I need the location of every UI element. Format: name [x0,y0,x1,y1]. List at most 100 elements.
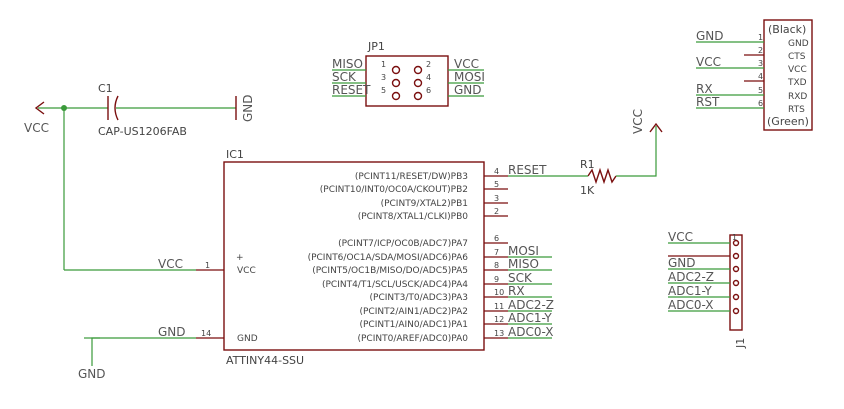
j1-pin-pad [732,239,740,247]
ic1-pin-number: 12 [494,315,504,324]
ic1-vcc-num: 1 [205,261,210,270]
ftdi-pin-1: 1 [758,33,763,42]
ic1-net-label: ADC1-Y [508,311,552,325]
j1-pin-pad [732,265,740,273]
c1-name: C1 [98,82,113,95]
ftdi-pinname-vcc: VCC [788,65,807,75]
ftdi-pin-5: 5 [758,86,763,95]
ftdi-pinname-cts: CTS [788,52,806,62]
ftdi-bottom-label: (Green) [767,115,809,128]
j1-pin-pad [732,252,740,260]
r1-vcc-wire [616,126,657,177]
ic1-pin-label: (PCINT9/XTAL2)PB1 [381,199,468,209]
ftdi-pin-4: 4 [758,72,763,81]
ic1-attiny44: IC1 ATTINY44-SSU VCC 1 + VCC GND 14 GND … [64,148,588,381]
ftdi-pinname-rts: RTS [788,105,805,115]
ic1-net-label: RX [508,284,525,298]
jp1-pin-3: 3 [381,73,386,82]
jp1-pin-6: 6 [426,86,431,95]
ftdi-pin-3: 3 [758,59,763,68]
ic1-pin-label: (PCINT10/INT0/OC0A/CKOUT)PB2 [320,185,468,195]
ftdi-pin-6: 6 [758,99,763,108]
ic1-pin-number: 9 [494,275,499,284]
jp1-net-gnd: GND [454,83,482,97]
junction-dot [61,105,67,111]
j1-pin-pad [732,279,740,287]
ic1-part: ATTINY44-SSU [226,354,304,367]
ic1-vcc-pin: VCC [237,266,256,276]
r1-vcc-label: VCC [631,109,645,134]
ftdi-pinname-gnd: GND [788,39,809,49]
j1-net-label: ADC2-Z [668,270,714,284]
ic1-pin-label: (PCINT7/ICP/OC0B/ADC7)PA7 [338,239,468,249]
vcc-arrow-r1 [649,122,663,133]
j1-name: J1 [734,338,747,349]
ic1-pin-number: 6 [494,234,499,243]
ftdi-pin-2: 2 [758,46,763,55]
ic1-pin-number: 13 [494,329,504,338]
ic1-gnd-num: 14 [201,329,211,338]
ic1-name: IC1 [226,148,244,161]
ic1-pin-label: (PCINT1/AIN0/ADC1)PA1 [359,320,468,330]
j1-pin-pad [732,307,740,315]
c1-capacitor: VCC GND C1 CAP-US1206FAB [24,82,255,270]
ic1-pin-number: 11 [494,302,504,311]
ic1-pin-label: (PCINT5/OC1B/MISO/DO/ADC5)PA5 [312,266,468,276]
ftdi-net-rx: RX [696,82,713,96]
c1-gnd-label: GND [241,94,255,122]
resistor-zigzag [587,167,617,185]
jp1-pin-1: 1 [381,60,386,69]
ic1-net-label: RESET [508,163,547,177]
jp1-net-reset: RESET [332,83,371,97]
ic1-pin-label: (PCINT11/RESET/DW)PB3 [355,172,468,182]
ftdi-pinname-rxd: RXD [788,92,807,102]
j1-body [729,234,743,331]
jp1-net-miso: MISO [332,57,363,71]
r1-value: 1K [580,184,595,197]
ic1-body [223,161,485,351]
ic1-pin-label: (PCINT4/T1/SCL/USCK/ADC4)PA4 [322,280,468,290]
r1-resistor: R1 1K VCC [580,109,663,197]
ftdi-pinname-txd: TXD [787,78,807,88]
jp1-pin-5: 5 [381,86,386,95]
j1-net-label: ADC0-X [668,298,713,312]
ftdi-net-vcc: VCC [696,55,721,69]
j1-net-label: ADC1-Y [668,284,712,298]
c1-value: CAP-US1206FAB [98,125,187,138]
ic1-pin-number: 10 [494,288,504,297]
ic1-gnd-net: GND [158,325,186,339]
jp1-net-vcc: VCC [454,57,479,71]
ic1-pin-number: 7 [494,248,499,257]
ic1-pin-label: (PCINT0/AREF/ADC0)PA0 [357,334,468,344]
ftdi-header: (Black) (Green) GND VCC RX RST 1 2 3 4 5… [696,19,813,131]
ic1-net-label: ADC2-Z [508,298,554,312]
ic1-pin-number: 4 [494,167,499,176]
ic1-pin-number: 8 [494,261,499,270]
jp1-name: JP1 [367,40,385,53]
ic1-pin-label: (PCINT6/OC1A/SDA/MOSI/ADC6)PA6 [308,253,469,263]
ic1-vcc-net: VCC [158,257,183,271]
ic1-pin-label: (PCINT2/AIN1/ADC2)PA2 [359,307,468,317]
ftdi-body [763,19,813,131]
jp1-pin-2: 2 [426,60,431,69]
jp1-net-mosi: MOSI [454,70,485,84]
ic1-net-label: MOSI [508,244,539,258]
ftdi-net-rst: RST [696,95,720,109]
j1-net-label: VCC [668,230,693,244]
r1-name: R1 [580,158,595,171]
jp1-net-sck: SCK [332,70,357,84]
ic1-pin-label: (PCINT8/XTAL1/CLKI)PB0 [358,212,469,222]
ic1-plus: + [236,253,244,263]
ftdi-top-label: (Black) [768,23,806,36]
j1-net-label: GND [668,256,696,270]
ftdi-net-gnd: GND [696,29,724,43]
ic1-gnd-pin: GND [237,334,258,344]
ic1-pin-label: (PCINT3/T0/ADC3)PA3 [370,293,468,303]
jp1-header: JP1 MISO SCK RESET VCC MOSI GND 1 3 5 2 … [332,40,485,107]
ic1-right-pins: (PCINT11/RESET/DW)PB3 4 RESET (PCINT10/INT0… [308,163,554,344]
ic1-pin-number: 2 [494,207,499,216]
j1-pin-1: 1 [732,233,737,242]
ic1-pin-number: 3 [494,194,499,203]
